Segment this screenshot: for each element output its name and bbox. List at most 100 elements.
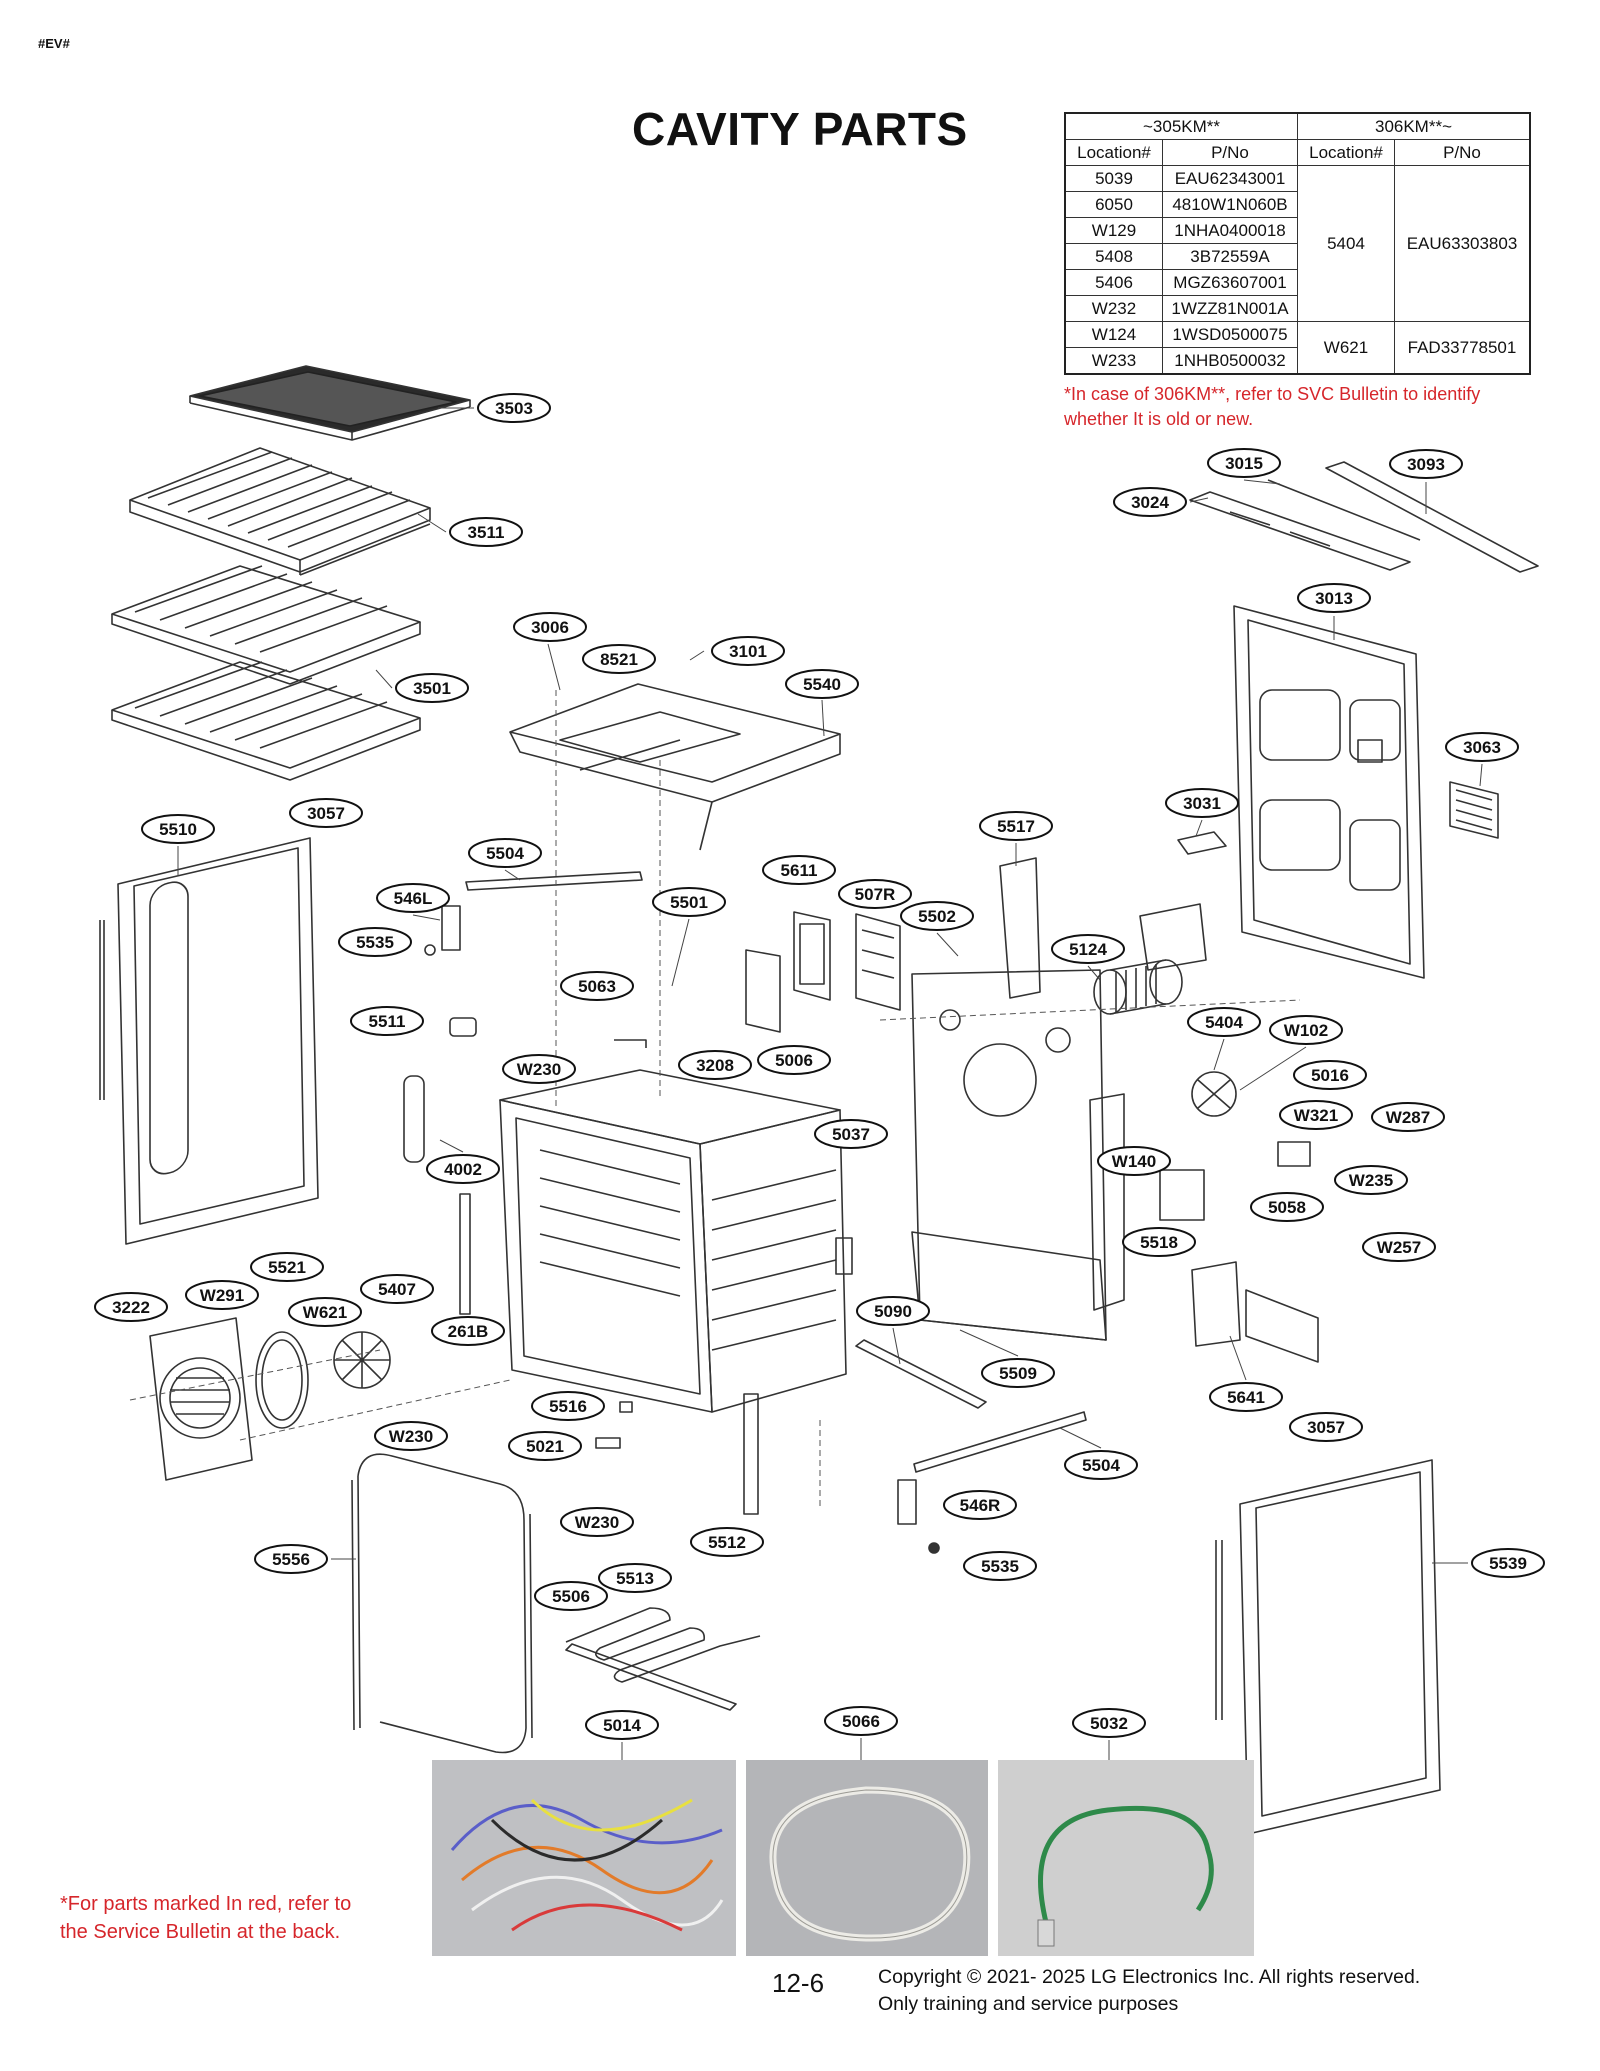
oven-cavity <box>499 1069 853 1413</box>
rack-3501-upper <box>111 565 421 685</box>
svg-text:5509: 5509 <box>999 1364 1037 1383</box>
motor-5404 <box>1191 1071 1237 1117</box>
tray-3503 <box>189 365 471 441</box>
trim-3093 <box>1325 461 1539 573</box>
callout-5521: 5521 <box>250 1252 324 1282</box>
top-cover-5540 <box>509 683 841 851</box>
svg-text:546R: 546R <box>960 1496 1001 1515</box>
callout-5021: 5021 <box>508 1431 582 1461</box>
svg-text:5016: 5016 <box>1311 1066 1349 1085</box>
svg-text:5512: 5512 <box>708 1533 746 1552</box>
note-service-bulletin: *For parts marked In red, refer to the S… <box>60 1893 352 1943</box>
callout-5016: 5016 <box>1293 1060 1367 1090</box>
callout-W140: W140 <box>1097 1146 1171 1176</box>
svg-text:5540: 5540 <box>803 675 841 694</box>
svg-text:W257: W257 <box>1377 1238 1421 1257</box>
callout-5407: 5407 <box>360 1274 434 1304</box>
callout-3093: 3093 <box>1389 449 1463 479</box>
part-5058 <box>1277 1141 1311 1167</box>
callout-5611: 5611 <box>762 855 836 885</box>
callout-W287: W287 <box>1371 1102 1445 1132</box>
part-5021 <box>595 1437 621 1449</box>
side-panel-5510 <box>99 837 319 1245</box>
svg-text:W140: W140 <box>1112 1152 1156 1171</box>
strip-5504-upper <box>465 871 643 891</box>
ring-5521 <box>255 1331 309 1429</box>
board-507r <box>855 913 901 1011</box>
svg-text:5404: 5404 <box>1205 1013 1243 1032</box>
svg-text:5502: 5502 <box>918 907 956 926</box>
vent-3063 <box>1449 781 1499 839</box>
svg-text:5641: 5641 <box>1227 1388 1265 1407</box>
callout-5124: 5124 <box>1051 934 1125 964</box>
svg-text:3501: 3501 <box>413 679 451 698</box>
svg-text:5066: 5066 <box>842 1712 880 1731</box>
callout-5090: 5090 <box>856 1296 930 1326</box>
svg-text:5090: 5090 <box>874 1302 912 1321</box>
callout-5517: 5517 <box>979 811 1053 841</box>
callout-W230: W230 <box>560 1507 634 1537</box>
strip-5504-lower <box>913 1411 1087 1473</box>
callout-3006: 3006 <box>513 612 587 642</box>
header-tag: #EV# <box>38 36 70 51</box>
svg-text:W291: W291 <box>200 1286 244 1305</box>
column-header-location: Location# <box>1297 139 1395 166</box>
callout-5535: 5535 <box>963 1551 1037 1581</box>
callout-5510: 5510 <box>141 814 215 844</box>
callout-3063: 3063 <box>1445 732 1519 762</box>
column-header-location: Location# <box>1064 139 1163 166</box>
callout-W102: W102 <box>1269 1015 1343 1045</box>
part-5535 <box>928 1542 940 1554</box>
bracket-5124 <box>1139 903 1207 971</box>
svg-text:5504: 5504 <box>1082 1456 1120 1475</box>
svg-text:5535: 5535 <box>356 933 394 952</box>
svg-text:5539: 5539 <box>1489 1554 1527 1573</box>
svg-text:5516: 5516 <box>549 1397 587 1416</box>
callout-5512: 5512 <box>690 1527 764 1557</box>
column-header-pno: P/No <box>1394 139 1531 166</box>
note-306km: *In case of 306KM**, refer to SVC Bullet… <box>1064 384 1481 429</box>
inner-panel-5509 <box>911 969 1125 1341</box>
svg-text:3503: 3503 <box>495 399 533 418</box>
copyright: Copyright © 2021- 2025 LG Electronics In… <box>878 1966 1421 2015</box>
svg-text:3057: 3057 <box>1307 1418 1345 1437</box>
callout-W230: W230 <box>502 1054 576 1084</box>
svg-text:5513: 5513 <box>616 1569 654 1588</box>
callout-3208: 3208 <box>678 1050 752 1080</box>
callout-5006: 5006 <box>757 1045 831 1075</box>
svg-text:4002: 4002 <box>444 1160 482 1179</box>
svg-text:5006: 5006 <box>775 1051 813 1070</box>
svg-text:5014: 5014 <box>603 1716 641 1735</box>
callout-4002: 4002 <box>426 1154 500 1184</box>
svg-text:3101: 3101 <box>729 642 767 661</box>
callout-5556: 5556 <box>254 1544 328 1574</box>
callout-5535: 5535 <box>338 927 412 957</box>
callout-3013: 3013 <box>1297 583 1371 613</box>
svg-text:W230: W230 <box>389 1427 433 1446</box>
callout-507R: 507R <box>838 879 912 909</box>
svg-text:261B: 261B <box>448 1322 489 1341</box>
svg-text:8521: 8521 <box>600 650 638 669</box>
svg-text:5021: 5021 <box>526 1437 564 1456</box>
callout-3503: 3503 <box>477 393 551 423</box>
fan-cover-3222 <box>149 1317 253 1481</box>
svg-text:W287: W287 <box>1386 1108 1430 1127</box>
svg-text:5517: 5517 <box>997 817 1035 836</box>
callout-5506: 5506 <box>534 1581 608 1611</box>
parts-table: ~305KM** 306KM**~ Location# P/No Locatio… <box>1064 112 1531 375</box>
bracket-3031 <box>1177 831 1227 855</box>
svg-text:5611: 5611 <box>781 861 818 880</box>
callout-5032: 5032 <box>1072 1708 1146 1738</box>
callout-W291: W291 <box>185 1280 259 1310</box>
svg-text:W235: W235 <box>1349 1171 1393 1190</box>
svg-text:W230: W230 <box>575 1513 619 1532</box>
fan-5124 <box>1093 959 1183 1015</box>
callout-5518: 5518 <box>1122 1227 1196 1257</box>
callout-W621: W621 <box>288 1297 362 1327</box>
svg-text:5521: 5521 <box>268 1258 306 1277</box>
callout-5066: 5066 <box>824 1706 898 1736</box>
